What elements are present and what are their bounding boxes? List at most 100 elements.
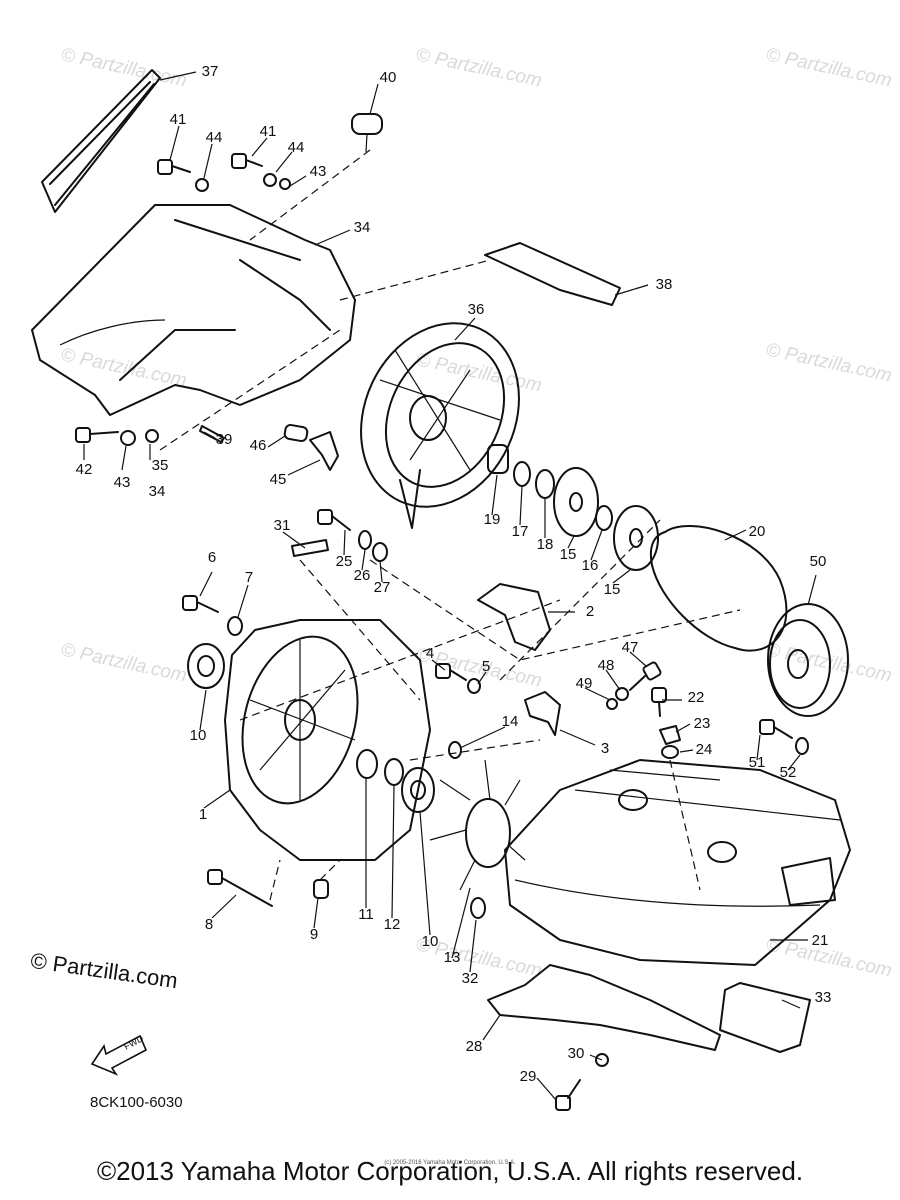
part-45-bracket (309, 431, 339, 471)
callout-label: 14 (502, 713, 519, 730)
callout-label: 31 (274, 517, 291, 534)
bearing-stack (356, 749, 435, 813)
callout-label: 41 (260, 123, 277, 140)
callout-label: 23 (694, 715, 711, 732)
callout-label: 39 (216, 431, 233, 448)
bolt-29-washer-30 (555, 1053, 609, 1111)
callout-label: 6 (208, 549, 216, 566)
callout-label: 42 (76, 461, 93, 478)
callout-label: 35 (152, 457, 169, 474)
callout-label: 45 (270, 471, 287, 488)
callout-label: 46 (250, 437, 267, 454)
callout-label: 44 (288, 139, 305, 156)
leader-lines (83, 71, 817, 1101)
part-40-switch (351, 113, 383, 153)
callout-label: 10 (190, 727, 207, 744)
watermark: © Partzilla.com (59, 639, 189, 686)
part-33-pad (719, 982, 811, 1053)
footer-copyright: ©2013 Yamaha Motor Corporation, U.S.A. A… (96, 1156, 804, 1186)
callout-label: 3 (601, 740, 609, 757)
callout-label: 9 (310, 926, 318, 943)
callout-label: 50 (810, 553, 827, 570)
callout-label: 27 (374, 579, 391, 596)
air-duct-34 (31, 204, 356, 416)
callout-label: 47 (622, 639, 639, 656)
part-1-housing (224, 619, 431, 861)
part-36-fan-cover (360, 322, 520, 529)
part-38-pad (484, 242, 621, 306)
bolt-6-washer-7 (182, 595, 243, 636)
callout-label: 26 (354, 567, 371, 584)
callout-label: 37 (202, 63, 219, 80)
callout-label: 13 (444, 949, 461, 966)
bolt-4-washer-5 (435, 663, 481, 694)
left-fasteners (75, 425, 225, 446)
bolt-8-sleeve-9 (207, 869, 329, 907)
callout-label: 17 (512, 523, 529, 540)
alignment-lines (159, 149, 741, 901)
watermark: © Partzilla.com (764, 339, 894, 386)
part-20-belt (649, 524, 788, 652)
bolt-51-washer-52 (759, 719, 809, 755)
watermark: © Partzilla.com (414, 349, 544, 396)
part-14 (448, 741, 462, 759)
callout-label: 32 (462, 970, 479, 987)
callout-label: 41 (170, 111, 187, 128)
callout-label: 8 (205, 916, 213, 933)
callout-label: 24 (696, 741, 713, 758)
callout-label: 34 (354, 219, 371, 236)
callout-label: 5 (482, 658, 490, 675)
callout-label: 16 (582, 557, 599, 574)
callout-label: 48 (598, 657, 615, 674)
callout-label: 19 (484, 511, 501, 528)
callout-label: 4 (426, 645, 434, 662)
part-37-gasket (41, 69, 161, 213)
callout-label: 7 (245, 569, 253, 586)
top-fasteners (157, 153, 291, 192)
callout-label: 18 (537, 536, 554, 553)
part-46 (283, 423, 309, 443)
part-32 (470, 897, 486, 919)
part-13-fan (429, 759, 526, 891)
callout-label: 34 (149, 483, 166, 500)
callout-label: 22 (688, 689, 705, 706)
callout-label: 51 (749, 754, 766, 771)
callout-label: 2 (586, 603, 594, 620)
callout-label: 30 (568, 1045, 585, 1062)
callout-label: 20 (749, 523, 766, 540)
fwd-arrow-icon: FWD (90, 1033, 148, 1076)
watermark: © Partzilla.com (414, 44, 544, 91)
diagram-code: 8CK100-6030 (90, 1094, 183, 1111)
callout-label: 44 (206, 129, 223, 146)
callout-label: 28 (466, 1038, 483, 1055)
part-3-bracket (524, 691, 561, 736)
callout-label: 33 (815, 989, 832, 1006)
callout-label: 29 (520, 1068, 537, 1085)
callout-label: 15 (604, 581, 621, 598)
small-copyright: (c) 2005-2016 Yamaha Motor Corporation, … (384, 1160, 516, 1166)
part-28-plate (487, 964, 721, 1051)
callout-label: 49 (576, 675, 593, 692)
callout-label: 52 (780, 764, 797, 781)
callout-label: 10 (422, 933, 439, 950)
part-10-bearing (187, 643, 225, 689)
part-2-pad (477, 583, 551, 651)
callout-label: 11 (358, 906, 374, 923)
watermark: © Partzilla.com (764, 44, 894, 91)
callout-label: 43 (114, 474, 131, 491)
callout-label: 36 (468, 301, 485, 318)
callout-label: 1 (199, 806, 207, 823)
callout-label: 40 (380, 69, 397, 86)
callout-label: 25 (336, 553, 353, 570)
callout-label: 15 (560, 546, 577, 563)
callout-label: 12 (384, 916, 401, 933)
callout-label: 21 (812, 932, 829, 949)
watermark: © Partzilla.com (59, 44, 189, 91)
callout-labels: 37 40 41 44 41 44 43 34 38 36 42 43 35 3… (76, 63, 832, 1085)
callout-label: 38 (656, 276, 673, 293)
callout-label: 43 (310, 163, 327, 180)
watermarks: © Partzilla.com © Partzilla.com © Partzi… (59, 44, 894, 981)
right-fasteners (606, 661, 681, 759)
part-21-cover (504, 759, 851, 966)
